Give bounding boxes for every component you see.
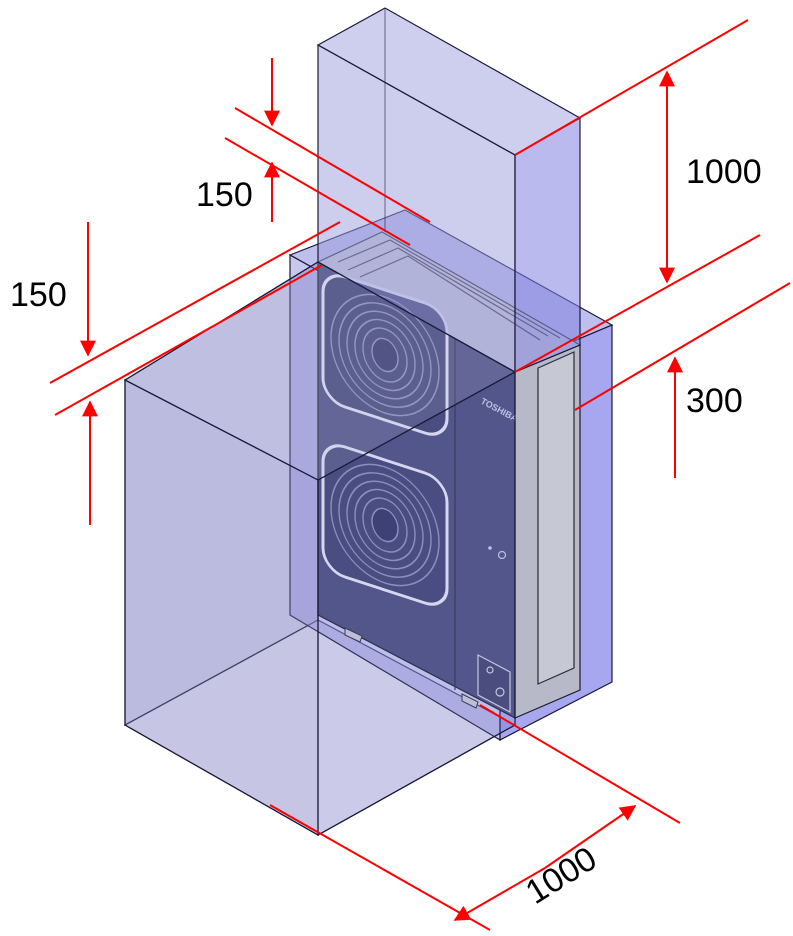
dimension-extension-line (234, 107, 431, 223)
dimension-label-top-gap: 150 (196, 176, 253, 214)
unit-side-panel (537, 351, 575, 685)
unit-indicator (497, 550, 507, 560)
unit-indicator (488, 546, 492, 550)
dimension-label-front-clearance: 1000 (519, 839, 603, 911)
dimension-extension-line (574, 282, 791, 411)
fan-bottom (321, 444, 449, 606)
dimension-lines (49, 19, 791, 931)
dimension-extension-line (269, 804, 491, 931)
dimension-arrow (453, 867, 546, 921)
dimension-extension-line (54, 264, 323, 416)
dimension-extension-line (49, 221, 341, 384)
dimension-label-top-clearance: 1000 (686, 153, 762, 191)
dimension-extension-line (224, 137, 411, 246)
service-valve-panel (477, 654, 511, 713)
dimension-label-left-gap: 150 (10, 276, 67, 314)
dimension-label-right-gap: 300 (686, 382, 743, 420)
top-zone-side-face (514, 116, 581, 373)
unit-foot (344, 627, 363, 643)
dimension-extension-line (479, 704, 681, 824)
top-clearance-zone (316, 7, 582, 374)
front-zone-left-face (124, 379, 319, 837)
dimension-extension-line (514, 19, 749, 156)
unit-foot (461, 693, 479, 709)
dimension-extension-line (514, 234, 761, 373)
dimension-arrow (544, 805, 637, 869)
